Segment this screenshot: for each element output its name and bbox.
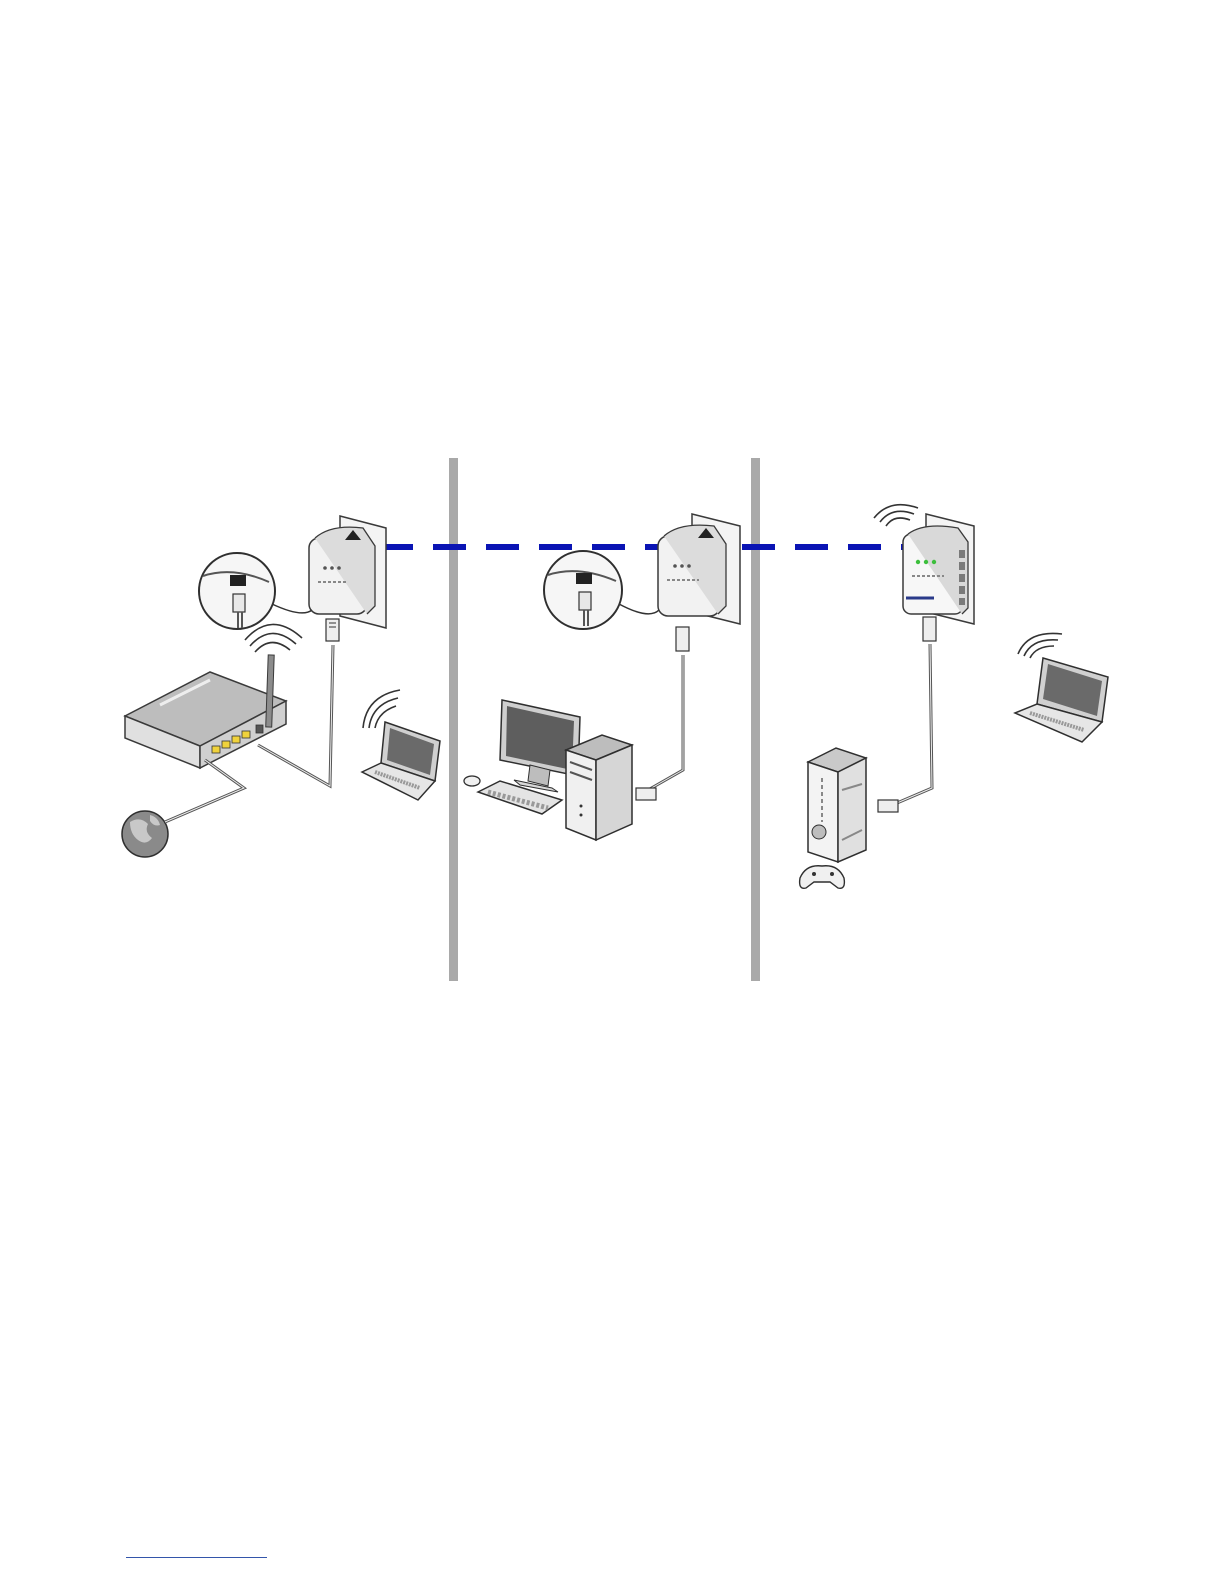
wifi-signal-icon (1018, 633, 1062, 658)
powerline-adapter-icon (309, 527, 375, 614)
ethernet-plug-icon (326, 619, 339, 641)
router-icon (125, 655, 286, 768)
footer-rule (126, 1557, 267, 1558)
desktop-computer-icon (464, 700, 632, 840)
ethernet-plug-icon (878, 617, 936, 812)
keyboard-icon (478, 781, 562, 814)
ethernet-cable-console-adapter (890, 644, 932, 806)
room-router (122, 516, 440, 857)
magnifier-inset-icon (544, 551, 659, 629)
room-divider-left (449, 458, 458, 981)
wifi-signal-icon (245, 624, 302, 652)
mouse-icon (464, 776, 480, 786)
game-console-icon (808, 748, 866, 862)
magnifier-inset-icon (199, 553, 312, 629)
globe-icon (122, 811, 168, 857)
room-divider-right (751, 458, 760, 981)
wifi-signal-icon (874, 505, 918, 526)
powerline-adapter-icon (658, 525, 726, 616)
wifi-signal-icon (363, 690, 400, 728)
internet-cable (165, 760, 244, 822)
ethernet-plug-icon (636, 627, 689, 800)
tower-pc-icon (566, 735, 632, 840)
room-desktop (464, 514, 740, 840)
ethernet-cable-desktop-adapter (648, 655, 683, 790)
laptop-icon (1015, 658, 1108, 742)
wireless-powerline-extender-icon (903, 526, 968, 614)
laptop-icon (362, 722, 440, 800)
room-wireless (800, 505, 1108, 889)
game-controller-icon (800, 866, 845, 889)
